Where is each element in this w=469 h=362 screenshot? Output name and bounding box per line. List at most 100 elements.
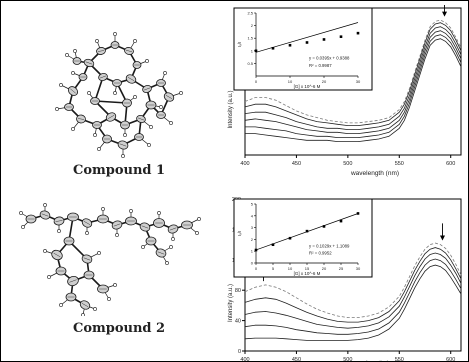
c2-hydrogen-atom [113, 283, 117, 287]
c1-atom-octant [85, 61, 93, 65]
spectrum-series-5 [244, 264, 462, 341]
inset-data-point [271, 243, 275, 247]
spectrum-series-2 [244, 22, 462, 126]
inset-x-tick-label: 20 [322, 79, 327, 84]
inset-y-tick-label: 0 [251, 261, 254, 266]
inset-x-tick-label: 5 [272, 266, 275, 271]
c1-hydrogen-atom [93, 133, 97, 137]
y-tick-label: 40 [235, 319, 241, 325]
c2-atom-octant [83, 257, 91, 261]
c1-atom-octant [107, 115, 115, 119]
inset-data-point [339, 219, 343, 223]
c1-atom-octant [165, 95, 173, 99]
c1-atom-octant [119, 143, 127, 147]
x-tick-label: 600 [446, 161, 455, 167]
inset-y-tick-label: 4 [251, 213, 254, 218]
inset-data-point [305, 229, 309, 233]
c2-atom-octant [69, 279, 77, 283]
spectrum-series-5 [245, 34, 462, 139]
compound-2-caption: Compound 2 [73, 321, 166, 336]
x-tick-label: 500 [343, 357, 352, 361]
inset-data-point [288, 43, 292, 47]
inset-x-tick-label: 15 [305, 266, 310, 271]
c1-hydrogen-atom [55, 107, 59, 111]
c1-atom-octant [137, 117, 145, 121]
c1-hydrogen-atom [113, 91, 117, 95]
c2-hydrogen-atom [165, 261, 169, 265]
inset-x-tick-label: 10 [288, 79, 293, 84]
c2-hydrogen-atom [129, 209, 133, 213]
x-tick-label: 400 [240, 357, 249, 361]
c2-hydrogen-atom [43, 203, 47, 207]
c2-atom-octant [157, 251, 165, 255]
spectrum-series-4 [244, 30, 462, 135]
c2-atom-octant [81, 303, 89, 307]
x-tick-label: 450 [292, 161, 301, 167]
c1-hydrogen-atom [121, 154, 125, 158]
inset-data-point [254, 248, 258, 252]
c1-hydrogen-atom [71, 71, 75, 75]
inset-data-point [356, 212, 360, 215]
inset-data-point [254, 49, 258, 53]
c2-atom-octant [141, 225, 149, 229]
x-axis-label: wavelength (nm) [350, 170, 399, 177]
inset-data-point [322, 38, 326, 41]
c1-hydrogen-atom [163, 71, 167, 75]
c1-atom-octant [99, 75, 107, 79]
spectrum-series-6 [245, 38, 462, 143]
spectrum-series-2 [244, 247, 462, 323]
c2-hydrogen-atom [141, 245, 145, 249]
inset-x-tick-label: 10 [288, 266, 293, 271]
inset-r-squared: R² = 0.9987 [309, 63, 332, 68]
c1-hydrogen-atom [147, 143, 151, 147]
c2-atom-octant [83, 221, 91, 225]
compound-1-structure [55, 32, 183, 158]
inset-data-point [339, 35, 343, 38]
x-tick-label: 550 [395, 161, 404, 167]
spectrum-series-1 [244, 242, 462, 318]
c1-hydrogen-atom [59, 83, 63, 87]
c2-hydrogen-atom [101, 207, 105, 211]
c2-atom-octant [41, 213, 49, 217]
c2-hydrogen-atom [157, 211, 161, 215]
c2-hydrogen-atom [59, 303, 63, 307]
c1-hydrogen-atom [159, 105, 163, 109]
inset-x-tick-label: 20 [322, 266, 327, 271]
x-tick-label: 500 [343, 161, 352, 167]
c1-hydrogen-atom [179, 91, 183, 95]
c2-atom-octant [53, 252, 61, 258]
c2-atom-octant [169, 227, 177, 231]
c2-hydrogen-atom [97, 251, 101, 255]
c1-hydrogen-atom [73, 49, 77, 53]
inset-y-axis-label: I₀/I [237, 231, 242, 237]
c1-hydrogen-atom [65, 53, 69, 57]
c2-hydrogen-atom [21, 225, 25, 229]
inset-x-tick-label: 0 [255, 266, 258, 271]
compound-1-panel: Compound 1 [11, 21, 221, 181]
spectrum-2-chart: 40045050055060004080120160200wavelength … [228, 197, 462, 361]
x-tick-label: 600 [446, 357, 455, 361]
inset-y-tick-label: 0.5 [247, 61, 253, 66]
inset-frame [233, 7, 373, 91]
c2-atom-octant [55, 220, 63, 222]
c2-hydrogen-atom [47, 275, 51, 279]
spectrum-2-panel: 40045050055060004080120160200wavelength … [223, 195, 467, 361]
c2-hydrogen-atom [115, 233, 119, 237]
inset-x-axis-label: [G] x 10^-6 M [294, 271, 321, 276]
inset-y-tick-label: 3 [251, 225, 254, 230]
x-axis-label: wavelength (nm) [350, 360, 399, 361]
spectrum-series-1 [244, 19, 462, 124]
c1-hydrogen-atom [123, 133, 127, 137]
compound-1-caption: Compound 1 [73, 163, 166, 178]
c2-hydrogen-atom [197, 217, 201, 221]
spectrum-series-3 [244, 26, 462, 130]
c2-hydrogen-atom [195, 231, 199, 235]
inset-y-tick-label: 1.5 [247, 36, 253, 41]
c2-atom-octant [113, 223, 121, 227]
inset-r-squared: R² = 0.9952 [309, 251, 332, 256]
